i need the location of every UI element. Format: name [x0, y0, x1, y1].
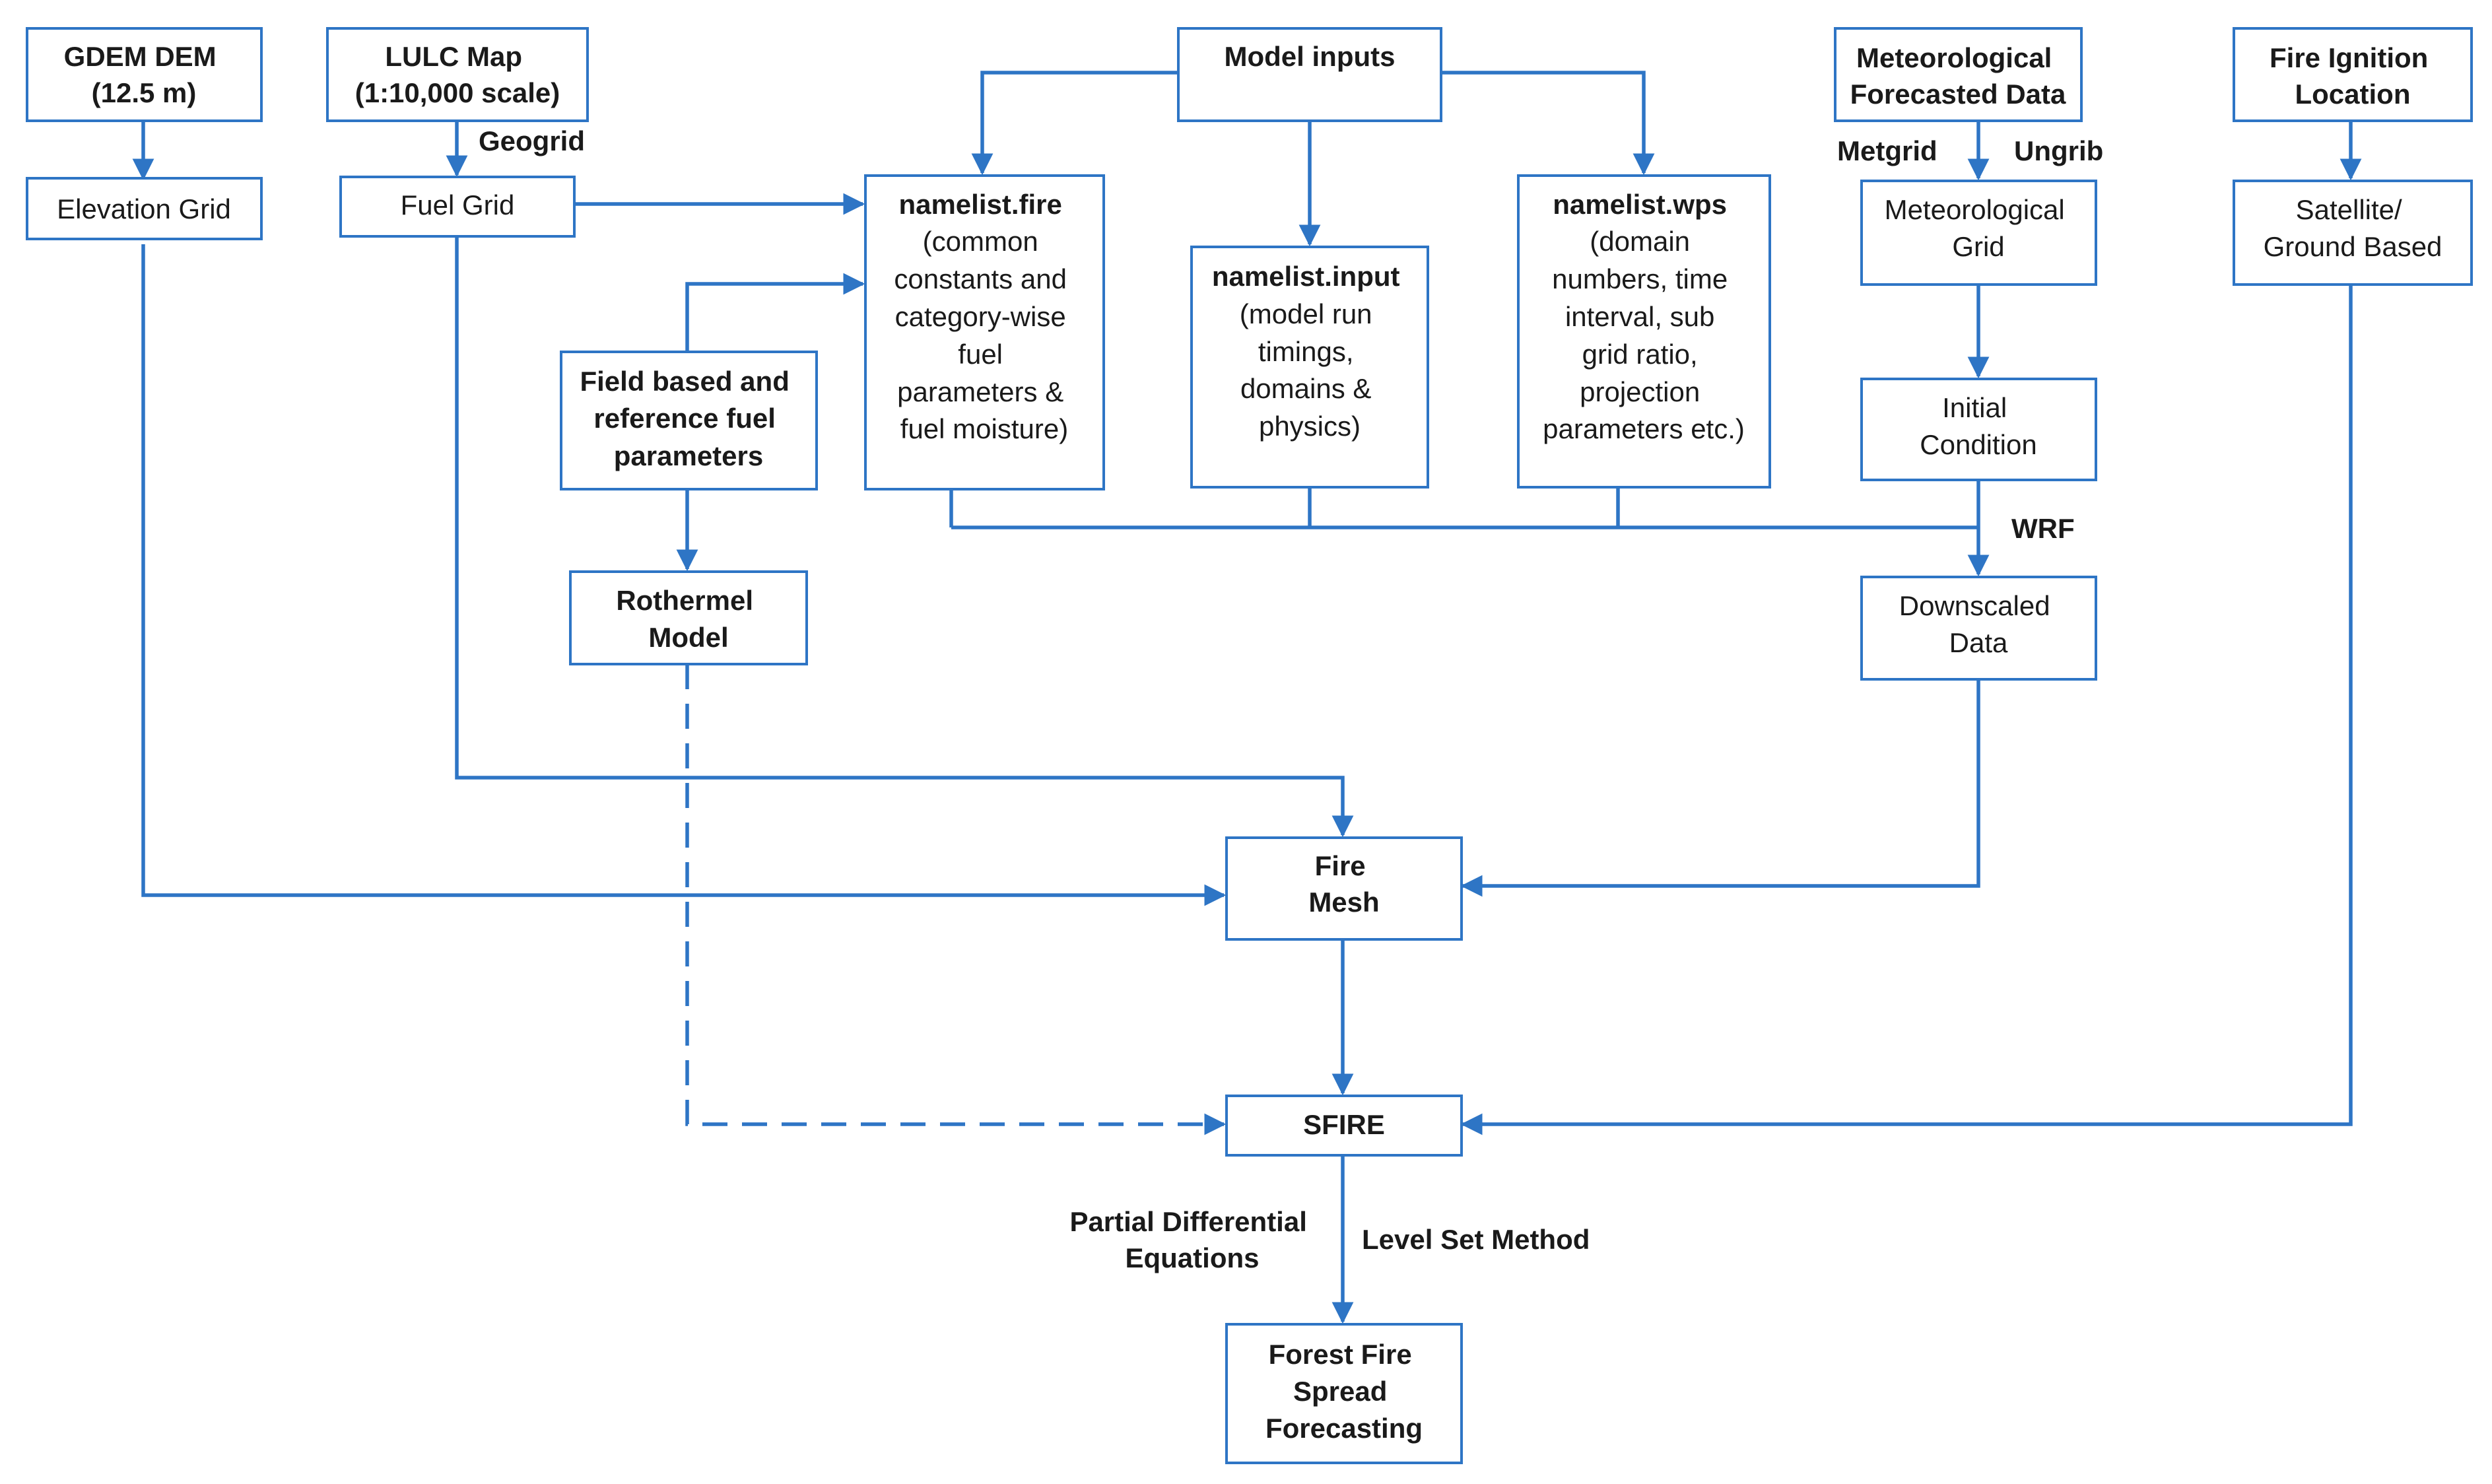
arrow-model-inputs-to-namelist-fire	[971, 71, 1178, 176]
arrow-field-params-to-namelist-fire	[685, 273, 865, 352]
sfire-box	[1225, 1095, 1463, 1157]
field-fuel-params-box	[560, 351, 818, 490]
model-inputs-label: Model inputs	[1225, 41, 1396, 72]
namelist-fire-label: namelist.fire (common constants and cate…	[894, 189, 1074, 444]
arrow-fuel-grid-to-fire-mesh	[455, 236, 1354, 838]
level-set-label: Level Set Method	[1362, 1224, 1590, 1255]
initial-condition-label: Initial Condition	[1920, 392, 2037, 460]
connectors	[132, 71, 2362, 1324]
namelist-wps-box	[1517, 174, 1771, 489]
lulc-map-label: LULC Map (1:10,000 scale)	[355, 41, 560, 108]
met-forecast-box	[1834, 27, 2083, 122]
namelist-input-label: namelist.input (model run timings, domai…	[1212, 261, 1407, 442]
satellite-ground-box	[2233, 180, 2473, 286]
gdem-dem-box	[26, 27, 263, 122]
rothermel-model-box	[569, 570, 808, 665]
fire-mesh-box	[1225, 836, 1463, 941]
model-inputs-box	[1177, 27, 1442, 122]
wrf-label: WRF	[2011, 513, 2075, 544]
ungrib-label: Ungrib	[2014, 135, 2103, 166]
fire-mesh-label: Fire Mesh	[1308, 850, 1379, 918]
namelist-wps-label: namelist.wps (domain numbers, time inter…	[1543, 189, 1745, 444]
gdem-dem-label: GDEM DEM (12.5 m)	[64, 41, 224, 108]
forecast-label: Forest Fire Spread Forecasting	[1265, 1339, 1423, 1444]
arrow-rothermel-to-sfire-dashed	[685, 664, 1227, 1135]
pde-label: Partial Differential Equations	[1069, 1206, 1314, 1273]
initial-condition-box	[1860, 378, 2097, 481]
edge-labels: Geogrid Metgrid Ungrib WRF Partial Diffe…	[479, 125, 2103, 1273]
met-grid-box	[1860, 180, 2097, 286]
rothermel-model-label: Rothermel Model	[616, 585, 760, 653]
namelist-fire-box	[864, 174, 1105, 490]
fuel-grid-label: Fuel Grid	[401, 189, 515, 220]
namelist-input-box	[1190, 246, 1429, 489]
arrow-model-inputs-to-namelist-wps	[1441, 71, 1655, 176]
arrow-elevation-grid-to-fire-mesh	[141, 244, 1227, 906]
node-labels: GDEM DEM (12.5 m) Elevation Grid LULC Ma…	[57, 41, 2442, 1444]
lulc-map-box	[326, 27, 589, 122]
met-grid-label: Meteorological Grid	[1885, 194, 2073, 262]
fire-ignition-box	[2233, 27, 2473, 122]
metgrid-label: Metgrid	[1837, 135, 1937, 166]
fire-ignition-label: Fire Ignition Location	[2270, 42, 2436, 110]
node-boxes	[26, 27, 2473, 1464]
met-forecast-label: Meteorological Forecasted Data	[1850, 42, 2066, 110]
satellite-ground-label: Satellite/ Ground Based	[2264, 194, 2442, 262]
downscaled-data-box	[1860, 576, 2097, 681]
arrow-satellite-to-sfire	[1460, 285, 2353, 1135]
forecast-box	[1225, 1323, 1463, 1464]
elevation-grid-box	[26, 177, 263, 240]
field-fuel-params-label: Field based and reference fuel parameter…	[580, 366, 797, 471]
arrow-downscaled-data-to-fire-mesh	[1460, 679, 1980, 897]
geogrid-label: Geogrid	[479, 125, 585, 156]
sfire-label: SFIRE	[1303, 1109, 1385, 1140]
downscaled-data-label: Downscaled Data	[1899, 590, 2058, 658]
fuel-grid-box	[339, 176, 576, 238]
elevation-grid-label: Elevation Grid	[57, 193, 231, 224]
